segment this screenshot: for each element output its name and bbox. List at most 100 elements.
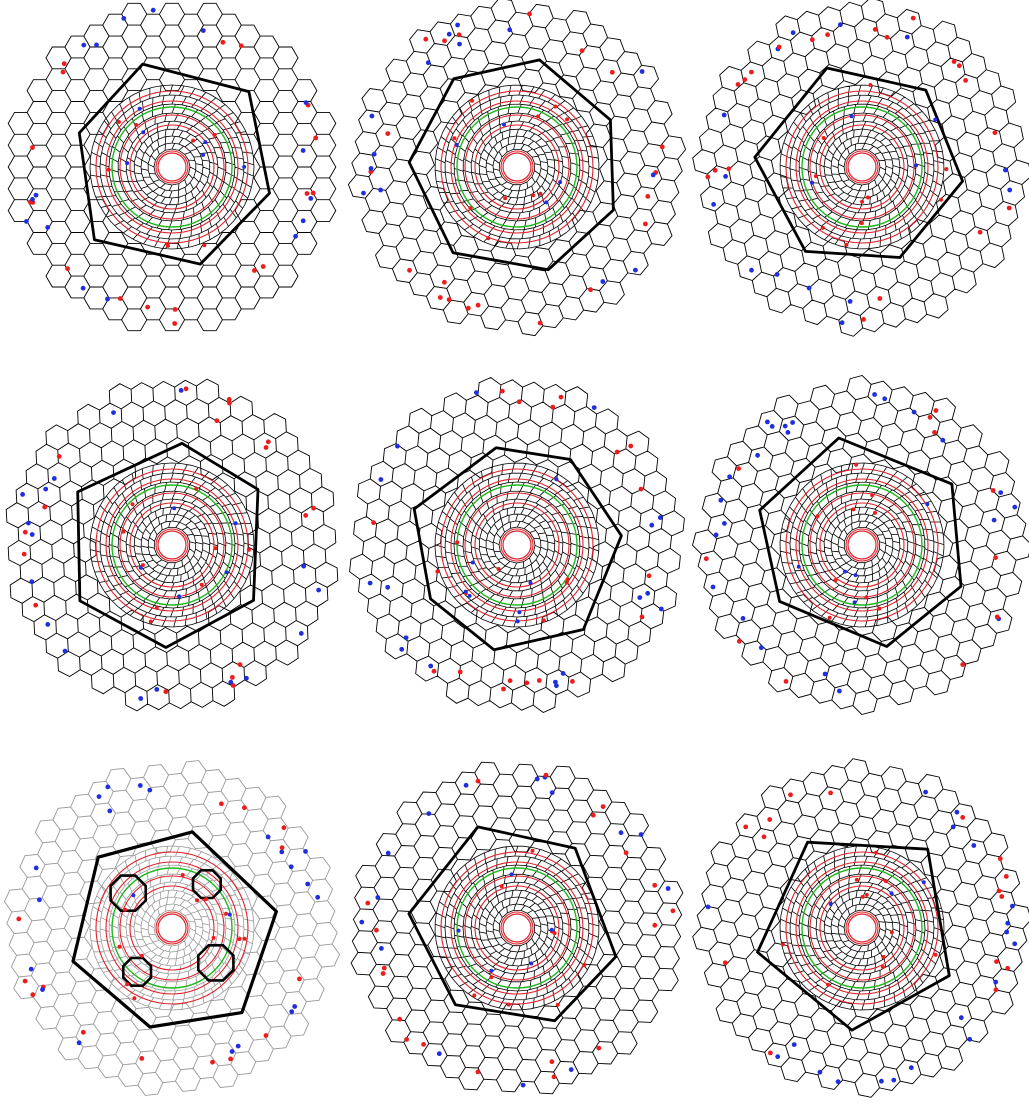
heptagon-defect-dot bbox=[81, 286, 86, 291]
pentagon-defect-dot bbox=[365, 901, 370, 906]
heptagon-defect-dot bbox=[790, 420, 795, 425]
heptagon-defect-dot bbox=[727, 474, 732, 479]
pentagon-defect-dot bbox=[264, 445, 269, 450]
heptagon-defect-dot bbox=[569, 1067, 574, 1072]
heptagon-defect-dot bbox=[823, 672, 828, 677]
pentagon-defect-dot bbox=[16, 917, 21, 922]
heptagon-defect-dot bbox=[1012, 941, 1017, 946]
center-hole bbox=[503, 914, 531, 942]
pentagon-defect-dot bbox=[911, 16, 916, 21]
heptagon-defect-dot bbox=[29, 579, 34, 584]
heptagon-defect-dot bbox=[529, 581, 533, 585]
pentagon-defect-dot bbox=[421, 1042, 426, 1047]
heptagon-defect-dot bbox=[992, 518, 997, 523]
heptagon-defect-dot bbox=[535, 777, 540, 782]
panel-d bbox=[6, 379, 338, 711]
pentagon-defect-dot bbox=[999, 894, 1004, 899]
heptagon-defect-dot bbox=[172, 506, 176, 510]
heptagon-defect-dot bbox=[316, 588, 321, 593]
pentagon-defect-dot bbox=[107, 168, 111, 172]
heptagon-defect-dot bbox=[755, 453, 760, 458]
pentagon-defect-dot bbox=[538, 321, 543, 326]
pentagon-defect-dot bbox=[125, 982, 129, 986]
heptagon-defect-dot bbox=[437, 1051, 442, 1056]
pentagon-defect-dot bbox=[861, 895, 865, 899]
heptagon-defect-dot bbox=[507, 27, 512, 32]
heptagon-defect-dot bbox=[151, 8, 156, 13]
pentagon-defect-dot bbox=[742, 77, 747, 82]
heptagon-defect-dot bbox=[561, 671, 566, 676]
heptagon-defect-dot bbox=[891, 1078, 896, 1083]
heptagon-defect-dot bbox=[301, 218, 306, 223]
heptagon-defect-dot bbox=[922, 880, 926, 884]
pentagon-defect-dot bbox=[228, 1057, 233, 1062]
pentagon-defect-dot bbox=[476, 779, 481, 784]
heptagon-defect-dot bbox=[378, 188, 383, 193]
pentagon-defect-dot bbox=[536, 114, 540, 118]
pentagon-defect-dot bbox=[30, 992, 35, 997]
heptagon-defect-dot bbox=[468, 594, 472, 598]
pentagon-defect-dot bbox=[993, 130, 998, 135]
heptagon-defect-dot bbox=[550, 790, 555, 795]
pentagon-defect-dot bbox=[173, 307, 178, 312]
pentagon-defect-dot bbox=[141, 563, 145, 567]
pentagon-defect-dot bbox=[155, 606, 159, 610]
heptagon-defect-dot bbox=[315, 895, 320, 900]
pentagon-defect-dot bbox=[994, 959, 999, 964]
pentagon-defect-dot bbox=[374, 928, 379, 933]
heptagon-defect-dot bbox=[370, 114, 375, 119]
pentagon-defect-dot bbox=[861, 317, 866, 322]
panel-f bbox=[693, 376, 1029, 715]
pentagon-defect-dot bbox=[221, 40, 226, 45]
heptagon-defect-dot bbox=[359, 920, 364, 925]
pentagon-defect-dot bbox=[565, 581, 569, 585]
heptagon-defect-dot bbox=[305, 882, 310, 887]
heptagon-defect-dot bbox=[471, 561, 475, 565]
heptagon-defect-dot bbox=[775, 272, 780, 277]
pentagon-defect-dot bbox=[210, 1060, 215, 1065]
pentagon-defect-dot bbox=[870, 493, 874, 497]
pentagon-defect-dot bbox=[1004, 874, 1009, 879]
pentagon-defect-dot bbox=[131, 502, 135, 506]
pentagon-defect-dot bbox=[212, 936, 216, 940]
heptagon-defect-dot bbox=[266, 835, 271, 840]
heptagon-defect-dot bbox=[379, 946, 384, 951]
heptagon-defect-dot bbox=[711, 202, 716, 207]
heptagon-defect-dot bbox=[464, 590, 468, 594]
heptagon-defect-dot bbox=[502, 123, 506, 127]
heptagon-defect-dot bbox=[666, 886, 671, 891]
heptagon-defect-dot bbox=[464, 783, 469, 788]
center-hole bbox=[158, 914, 186, 942]
heptagon-defect-dot bbox=[111, 410, 116, 415]
pentagon-defect-dot bbox=[457, 32, 462, 37]
pentagon-defect-dot bbox=[311, 191, 316, 196]
pentagon-defect-dot bbox=[500, 389, 505, 394]
pentagon-defect-dot bbox=[57, 454, 62, 459]
heptagon-defect-dot bbox=[457, 42, 462, 47]
heptagon-defect-dot bbox=[651, 173, 656, 178]
pentagon-defect-dot bbox=[213, 133, 217, 137]
pentagon-defect-dot bbox=[297, 977, 302, 982]
heptagon-defect-dot bbox=[645, 591, 650, 596]
heptagon-defect-dot bbox=[807, 286, 812, 291]
heptagon-defect-dot bbox=[141, 130, 145, 134]
pentagon-defect-dot bbox=[852, 507, 856, 511]
heptagon-defect-dot bbox=[138, 696, 143, 701]
guide-rings bbox=[441, 91, 593, 243]
guide-rings bbox=[96, 852, 248, 1004]
pentagon-defect-dot bbox=[23, 979, 28, 984]
heptagon-defect-dot bbox=[933, 118, 937, 122]
pentagon-defect-dot bbox=[647, 573, 652, 578]
pentagon-defect-dot bbox=[407, 268, 412, 273]
heptagon-defect-dot bbox=[770, 424, 775, 429]
heptagon-defect-dot bbox=[474, 390, 479, 395]
heptagon-defect-dot bbox=[723, 174, 728, 179]
heptagon-defect-dot bbox=[786, 430, 791, 435]
pentagon-defect-dot bbox=[994, 987, 999, 992]
pentagon-defect-dot bbox=[219, 801, 224, 806]
heptagon-defect-dot bbox=[455, 143, 459, 147]
pentagon-defect-dot bbox=[928, 415, 933, 420]
heptagon-defect-dot bbox=[879, 1079, 884, 1084]
panel-c bbox=[693, 0, 1029, 336]
pentagon-defect-dot bbox=[736, 466, 741, 471]
